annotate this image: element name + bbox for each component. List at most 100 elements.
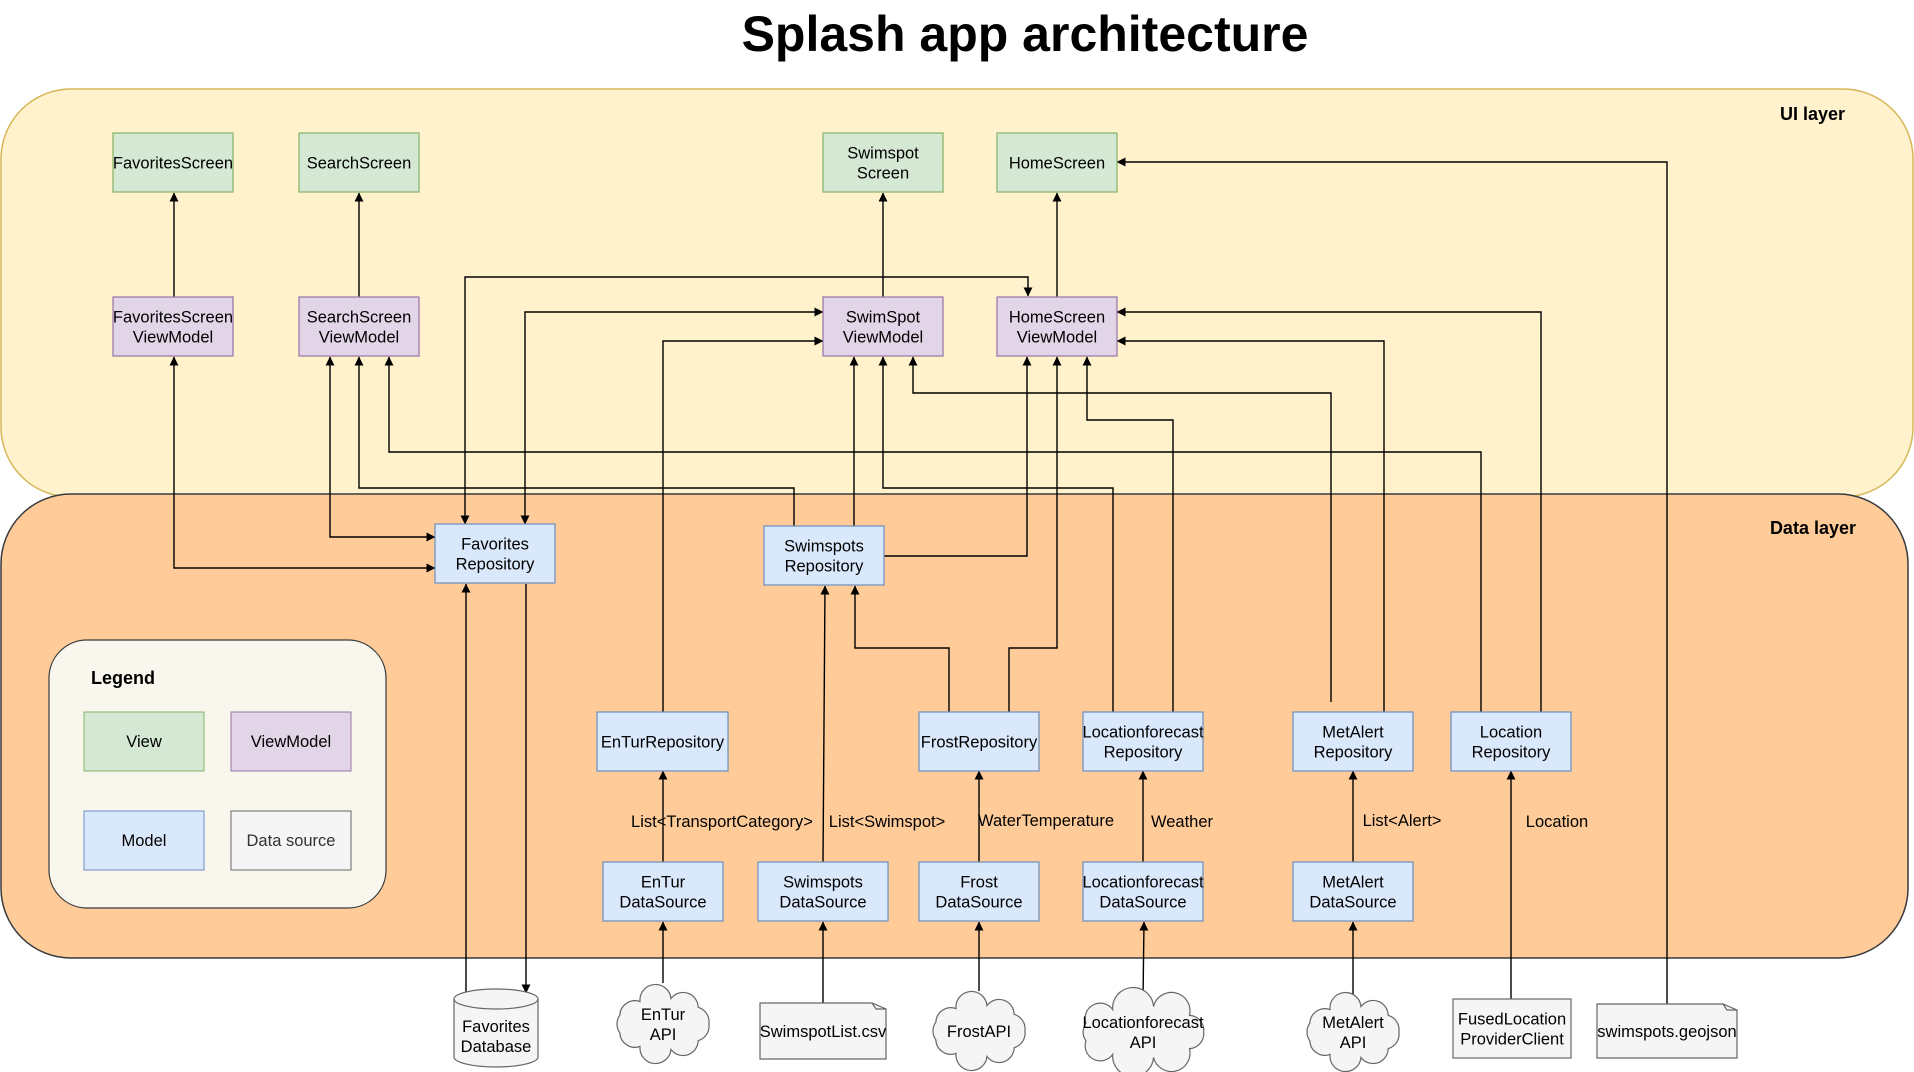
node-label: ViewModel — [843, 329, 923, 347]
node-box — [112, 132, 234, 193]
node-label: SwimspotList.csv — [760, 1023, 887, 1041]
nodes: FavoritesScreen SearchScreen SwimspotScree… — [112, 132, 1738, 1072]
file-shape — [759, 1002, 887, 1060]
edge-metalert-repo-swimspot-vm — [908, 356, 1332, 702]
node-box — [298, 296, 420, 357]
edges — [169, 157, 1668, 1004]
node-box — [1082, 861, 1204, 922]
node-label: API — [1130, 1034, 1157, 1052]
node-label: DataSource — [1099, 894, 1186, 912]
node-box — [996, 132, 1118, 193]
node-label: Locationforecast — [1082, 724, 1203, 742]
node-box — [1452, 998, 1572, 1059]
node-label: Locationforecast — [1082, 1014, 1203, 1032]
node-label: API — [650, 1026, 677, 1044]
node-label: MetAlert — [1322, 874, 1384, 892]
edge-locationforecast-api-to-ds — [1139, 921, 1149, 1001]
node-box — [1450, 711, 1572, 772]
node-frost-repo: FrostRepository — [918, 711, 1040, 772]
node-label: Repository — [785, 558, 865, 576]
edge-label-swimspots: List<Swimspot> — [829, 813, 945, 831]
node-label: Frost — [960, 874, 998, 892]
node-label: ProviderClient — [1460, 1031, 1564, 1049]
ui-layer — [0, 88, 1914, 498]
node-label: Repository — [456, 556, 536, 574]
node-box — [1292, 861, 1414, 922]
edge-label-location: Location — [1526, 813, 1588, 831]
node-box — [822, 132, 944, 193]
node-entur-repo: EnTurRepository — [596, 711, 729, 772]
node-search-screen: SearchScreen — [298, 132, 420, 193]
legend-datasource-label: Data source — [247, 832, 336, 850]
node-label: Repository — [1314, 744, 1394, 762]
node-label: Screen — [857, 165, 909, 183]
database-rim — [453, 998, 539, 1010]
edge-label-weather: Weather — [1151, 813, 1214, 831]
node-label: FavoritesScreen — [113, 155, 233, 173]
node-label: Repository — [1104, 744, 1184, 762]
edge-swimspots-repo-home-vm — [884, 356, 1032, 557]
data-layer-title: Data layer — [1770, 518, 1856, 538]
file-fold — [871, 1002, 886, 1010]
node-box — [918, 711, 1040, 772]
node-label: Database — [461, 1038, 532, 1056]
ui-layer-title: UI layer — [1780, 104, 1845, 124]
node-label: SearchScreen — [307, 155, 412, 173]
node-label: FavoritesScreen — [113, 309, 233, 327]
node-label: EnTur — [641, 1006, 686, 1024]
cloud-shape — [1082, 986, 1205, 1072]
edge-label-alerts: List<Alert> — [1363, 812, 1442, 830]
edge-frost-repo-swimspots-repo — [850, 585, 950, 712]
node-label: Swimspots — [784, 538, 864, 556]
edge-swimspots-repo-search-vm — [354, 356, 795, 526]
node-home-screen: HomeScreen — [996, 132, 1118, 193]
node-label: Swimspots — [783, 874, 863, 892]
node-swimspot-csv: SwimspotList.csv — [759, 1002, 887, 1060]
node-box — [596, 711, 729, 772]
node-label: ViewModel — [133, 329, 213, 347]
node-label: SwimSpot — [846, 309, 921, 327]
legend-view-swatch — [83, 711, 205, 772]
node-box — [112, 296, 234, 357]
node-box — [918, 861, 1040, 922]
node-label: DataSource — [935, 894, 1022, 912]
cloud-shape — [1306, 991, 1400, 1072]
legend-viewmodel-swatch — [230, 711, 352, 772]
file-shape — [1596, 1003, 1738, 1059]
edge-locationforecast-repo-home-vm — [1082, 356, 1174, 712]
node-label: MetAlert — [1322, 1014, 1384, 1032]
edge-frost-repo-home-vm — [1008, 356, 1062, 712]
node-label: DataSource — [619, 894, 706, 912]
node-box — [822, 296, 944, 357]
node-box — [763, 525, 885, 586]
node-label: FrostRepository — [921, 734, 1038, 752]
node-label: ViewModel — [1017, 329, 1097, 347]
node-label: ViewModel — [319, 329, 399, 347]
node-label: EnTur — [641, 874, 686, 892]
node-label: HomeScreen — [1009, 155, 1105, 173]
node-label: swimspots.geojson — [1597, 1023, 1736, 1041]
legend-view-label: View — [126, 733, 162, 751]
legend-model-swatch — [83, 810, 205, 871]
edge-location-repo-search-vm — [384, 356, 1482, 712]
node-box — [1082, 711, 1204, 772]
node-box — [757, 861, 889, 922]
edge-entur-repo-swimspot-vm — [662, 336, 824, 712]
edge-geojson-to-home-screen — [1116, 157, 1668, 1004]
edge-favorites-repo-swimspot-vm — [520, 307, 824, 525]
